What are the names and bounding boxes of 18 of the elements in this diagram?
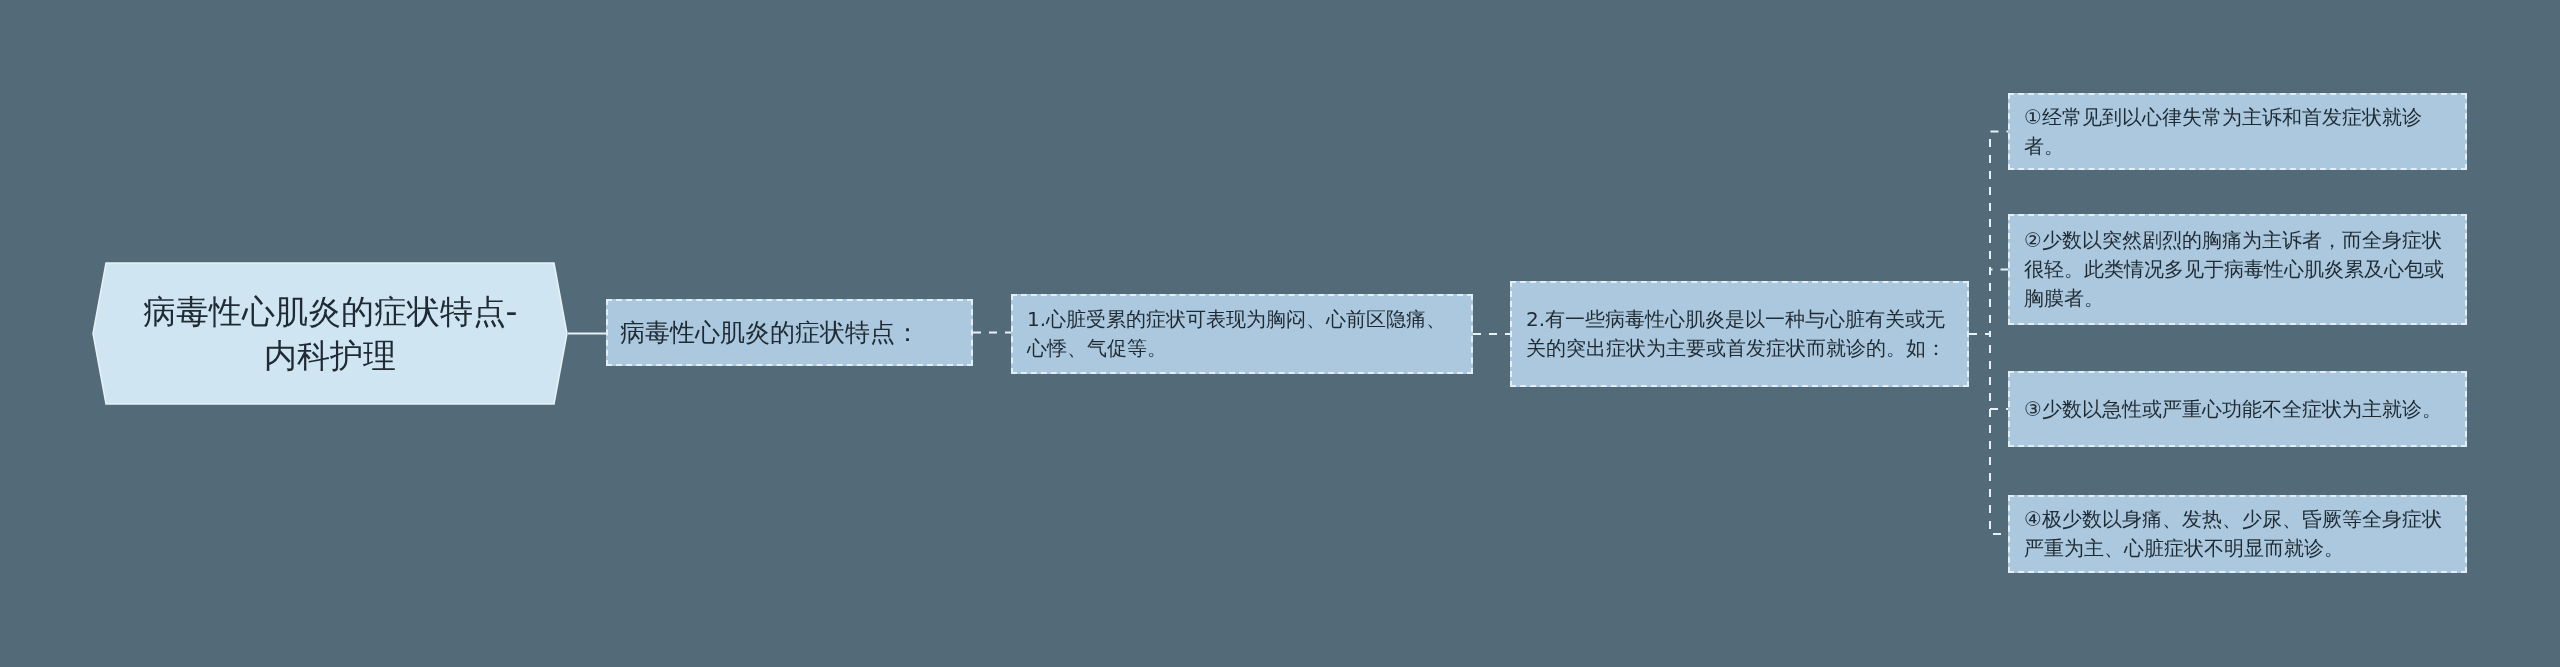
topic-box [1510, 281, 1969, 387]
node-text: 1.心脏受累的症状可表现为胸闷、心前区隐痛、心悸、气促等。 [1027, 306, 1448, 362]
connector-line [1472, 333, 1511, 335]
node-text: ②少数以突然剧烈的胸痛为主诉者，而全身症状很轻。此类情况多见于病毒性心肌炎累及心包或胸膜者。 [2024, 227, 2445, 312]
node-text: ③少数以急性或严重心功能不全症状为主就诊。 [2024, 395, 2442, 423]
connector-line [567, 332, 607, 335]
node-text: 病毒性心肌炎的症状特点： [620, 316, 920, 349]
node-text: 病毒性心肌炎的症状特点-内科护理 [142, 290, 518, 377]
node-text: 2.有一些病毒性心肌炎是以一种与心脏有关或无关的突出症状为主要或首发症状而就诊的。如： [1526, 306, 1947, 362]
node-text: ④极少数以身痛、发热、少尿、昏厥等全身症状严重为主、心脏症状不明显而就诊。 [2024, 506, 2443, 562]
topic-box [1011, 294, 1473, 374]
topic-box [2008, 93, 2467, 170]
connector-line [972, 331, 1012, 334]
topic-box [2008, 495, 2467, 573]
topic-box [606, 299, 973, 366]
node-text: ①经常见到以心律失常为主诉和首发症状就诊者。 [2024, 103, 2423, 160]
topic-box [2008, 371, 2467, 447]
topic-box [2008, 214, 2467, 325]
